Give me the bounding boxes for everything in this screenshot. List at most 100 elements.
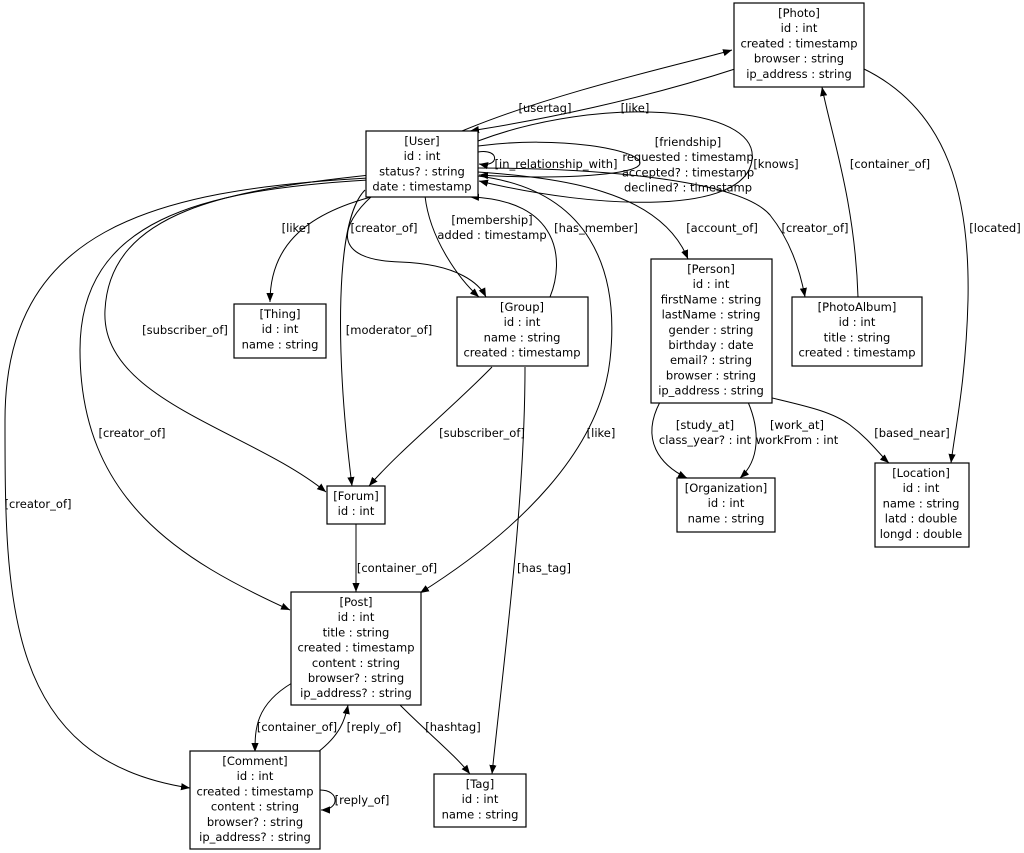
label-photo-container: [container_of] bbox=[850, 157, 930, 171]
node-thing-attribute: id : int bbox=[262, 322, 299, 336]
node-tag-title: [Tag] bbox=[466, 777, 494, 791]
edge-label-name: [usertag] bbox=[519, 101, 572, 115]
node-tag-attribute: id : int bbox=[462, 792, 499, 806]
node-comment-attribute: ip_address? : string bbox=[199, 830, 311, 844]
node-post-title: [Post] bbox=[339, 595, 372, 609]
node-post-attribute: created : timestamp bbox=[297, 641, 414, 655]
node-person-attribute: gender : string bbox=[669, 323, 754, 337]
node-post-attribute: content : string bbox=[312, 656, 400, 670]
edge-account-of bbox=[477, 171, 689, 260]
edge-label-name: [work_at] bbox=[770, 418, 824, 432]
node-person-attribute: id : int bbox=[693, 277, 730, 291]
edge-knows bbox=[477, 111, 753, 203]
edge-label-name: [like] bbox=[282, 221, 311, 235]
label-post-like: [like] bbox=[587, 426, 616, 440]
edge-label-name: [study_at] bbox=[676, 418, 734, 432]
edge-label-name: [creator_of] bbox=[781, 221, 848, 235]
node-comment-title: [Comment] bbox=[222, 754, 287, 768]
node-forum-title: [Forum] bbox=[333, 489, 378, 503]
edge-label-attribute: class_year? : int bbox=[659, 433, 752, 447]
edge-creator-of-album bbox=[477, 167, 807, 298]
edge-post-container bbox=[251, 682, 293, 753]
label-creator-of-album: [creator_of] bbox=[781, 221, 848, 235]
edge-label-name: [friendship] bbox=[655, 135, 721, 149]
edge-label-attribute: accepted? : timestamp bbox=[622, 165, 754, 179]
edge-has-member bbox=[469, 193, 557, 298]
edge-has-tag bbox=[489, 366, 526, 775]
node-group-attribute: name : string bbox=[484, 330, 561, 344]
node-tag-attribute: name : string bbox=[442, 807, 519, 821]
edge-label-name: [in_relationship_with] bbox=[495, 157, 618, 171]
node-person-attribute: email? : string bbox=[670, 353, 752, 367]
node-group-attribute: id : int bbox=[504, 315, 541, 329]
edge-label-attribute: declined? : timestamp bbox=[624, 181, 752, 195]
node-person-attribute: birthday : date bbox=[668, 338, 753, 352]
node-photo-attribute: created : timestamp bbox=[740, 36, 857, 50]
label-has-member: [has_member] bbox=[554, 221, 638, 235]
edge-label-name: [subscriber_of] bbox=[142, 323, 228, 337]
label-based-near: [based_near] bbox=[874, 426, 950, 440]
label-creator-of-comment: [creator_of] bbox=[4, 497, 71, 511]
edge-label-name: [container_of] bbox=[850, 157, 930, 171]
edge-label-name: [container_of] bbox=[257, 720, 337, 734]
label-photo-like: [like] bbox=[621, 101, 650, 115]
node-group-attribute: created : timestamp bbox=[463, 346, 580, 360]
node-organization-attribute: name : string bbox=[688, 511, 765, 525]
node-person-attribute: browser : string bbox=[666, 368, 756, 382]
label-located: [located] bbox=[969, 221, 1020, 235]
label-forum-container: [container_of] bbox=[357, 561, 437, 575]
edge-photo-container bbox=[820, 86, 859, 298]
label-thing-like: [like] bbox=[282, 221, 311, 235]
edge-creator-of-post bbox=[79, 179, 369, 611]
label-usertag: [usertag] bbox=[519, 101, 572, 115]
edge-label-name: [account_of] bbox=[686, 221, 758, 235]
label-subscriber-of-user: [subscriber_of] bbox=[142, 323, 228, 337]
node-post-attribute: ip_address? : string bbox=[300, 686, 412, 700]
edge-study-at bbox=[651, 401, 688, 479]
node-group-title: [Group] bbox=[500, 300, 544, 314]
node-comment-attribute: content : string bbox=[211, 800, 299, 814]
node-photoalbum-attribute: id : int bbox=[839, 315, 876, 329]
label-moderator-of: [moderator_of] bbox=[346, 323, 432, 337]
node-photo-attribute: id : int bbox=[781, 21, 818, 35]
label-reply-of-comment: [reply_of] bbox=[335, 793, 390, 807]
edge-located bbox=[861, 67, 969, 464]
edge-label-name: [like] bbox=[621, 101, 650, 115]
node-photo-attribute: ip_address : string bbox=[746, 67, 852, 81]
node-comment-attribute: browser? : string bbox=[207, 815, 303, 829]
edge-label-name: [membership] bbox=[451, 213, 532, 227]
edge-photo-like bbox=[469, 67, 739, 134]
edge-label-name: [like] bbox=[587, 426, 616, 440]
node-person-title: [Person] bbox=[687, 262, 735, 276]
node-photoalbum-attribute: created : timestamp bbox=[798, 346, 915, 360]
edge-label-name: [reply_of] bbox=[347, 720, 402, 734]
node-post-attribute: title : string bbox=[323, 625, 390, 639]
edge-label-name: [creator_of] bbox=[98, 426, 165, 440]
edge-moderator-of bbox=[340, 189, 366, 487]
node-post-attribute: browser? : string bbox=[308, 671, 404, 685]
label-account-of: [account_of] bbox=[686, 221, 758, 235]
label-creator-of-post: [creator_of] bbox=[98, 426, 165, 440]
edge-in-relationship bbox=[477, 151, 496, 170]
node-person-attribute: firstName : string bbox=[661, 292, 762, 306]
label-knows: [knows] bbox=[753, 157, 798, 171]
node-location-title: [Location] bbox=[892, 466, 950, 480]
edge-reply-of-comment bbox=[319, 789, 336, 814]
edge-label-name: [moderator_of] bbox=[346, 323, 432, 337]
edge-label-name: [has_member] bbox=[554, 221, 638, 235]
edge-label-name: [hashtag] bbox=[425, 720, 480, 734]
label-in-relationship: [in_relationship_with] bbox=[495, 157, 618, 171]
edge-creator-of-group bbox=[346, 195, 487, 298]
label-study-at: [study_at]class_year? : int bbox=[659, 418, 752, 447]
node-location-attribute: longd : double bbox=[880, 527, 963, 541]
node-photoalbum-attribute: title : string bbox=[824, 330, 891, 344]
edge-label-name: [has_tag] bbox=[517, 561, 571, 575]
